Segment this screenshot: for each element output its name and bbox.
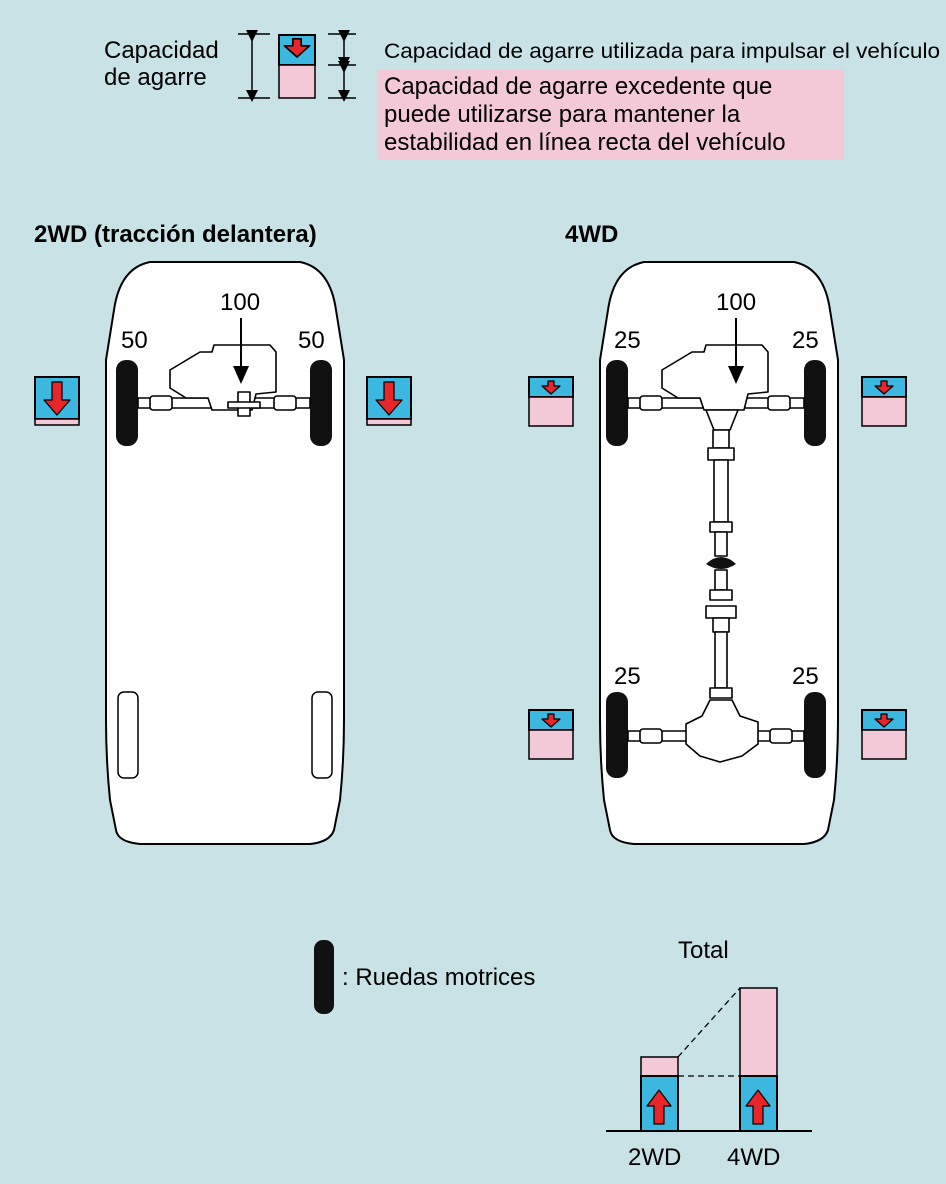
total-2wd-surplus xyxy=(640,1056,679,1077)
fwd-rear-left-wheel xyxy=(117,691,139,779)
fwd-title: 2WD (tracción delantera) xyxy=(34,221,317,248)
total-title: Total xyxy=(678,937,729,964)
awd-title: 4WD xyxy=(565,221,618,248)
capacity-legend: Capacidad de agarre Capacidad de agarre … xyxy=(104,30,940,160)
awd-front-right-value: 25 xyxy=(792,327,819,354)
awd-front-right-drive-wheel xyxy=(804,360,826,446)
fwd-powertrain xyxy=(137,344,311,417)
fwd-left-grip-box xyxy=(34,376,80,426)
awd-rear-left-grip-box xyxy=(528,709,574,760)
awd-front-left-drive-wheel xyxy=(606,360,628,446)
drive-wheel-legend-icon xyxy=(314,940,334,1014)
awd-engine-torque-value: 100 xyxy=(716,289,756,316)
awd-front-right-grip-box xyxy=(861,376,907,427)
split-capacity-dimension xyxy=(328,30,356,102)
awd-rear-right-grip-box xyxy=(861,709,907,760)
awd-powertrain xyxy=(627,344,805,763)
fwd-front-right-drive-wheel xyxy=(310,360,332,446)
awd-front-left-grip-box xyxy=(528,376,574,427)
total-4wd-label: 4WD xyxy=(727,1144,780,1171)
fwd-front-left-drive-wheel xyxy=(116,360,138,446)
total-2wd-label: 2WD xyxy=(628,1144,681,1171)
surplus-text-line2: puede utilizarse para mantener la xyxy=(384,101,741,128)
fwd-rear-right-wheel xyxy=(311,691,333,779)
surplus-text-line1: Capacidad de agarre excedente que xyxy=(384,73,772,100)
awd-rear-right-drive-wheel xyxy=(804,692,826,778)
capacity-label-line1: Capacidad xyxy=(104,37,219,64)
awd-rear-right-value: 25 xyxy=(792,663,819,690)
surplus-text-line3: estabilidad en línea recta del vehículo xyxy=(384,129,786,156)
total-capacity-dimension xyxy=(238,30,270,102)
capacity-label-line2: de agarre xyxy=(104,64,207,91)
surplus-text-background xyxy=(378,70,844,160)
awd-rear-left-drive-wheel xyxy=(606,692,628,778)
awd-front-left-value: 25 xyxy=(614,327,641,354)
awd-torque-arrowhead-icon xyxy=(728,366,744,384)
total-4wd-surplus xyxy=(739,987,778,1077)
surplus-capacity-swatch xyxy=(278,64,316,99)
awd-car: 100 25 25 25 25 xyxy=(599,261,839,845)
fwd-right-grip-box xyxy=(366,376,412,426)
total-comparison: Total 2WD 4WD xyxy=(606,937,812,1171)
drive-wheel-legend-text: : Ruedas motrices xyxy=(342,964,535,991)
fwd-torque-arrowhead-icon xyxy=(233,366,249,384)
total-guide-top xyxy=(677,987,741,1058)
fwd-engine-torque-value: 100 xyxy=(220,289,260,316)
awd-rear-left-value: 25 xyxy=(614,663,641,690)
fwd-car: 100 50 50 xyxy=(105,261,345,845)
fwd-front-right-value: 50 xyxy=(298,327,325,354)
fwd-front-left-value: 50 xyxy=(121,327,148,354)
used-capacity-text: Capacidad de agarre utilizada para impul… xyxy=(384,40,940,63)
